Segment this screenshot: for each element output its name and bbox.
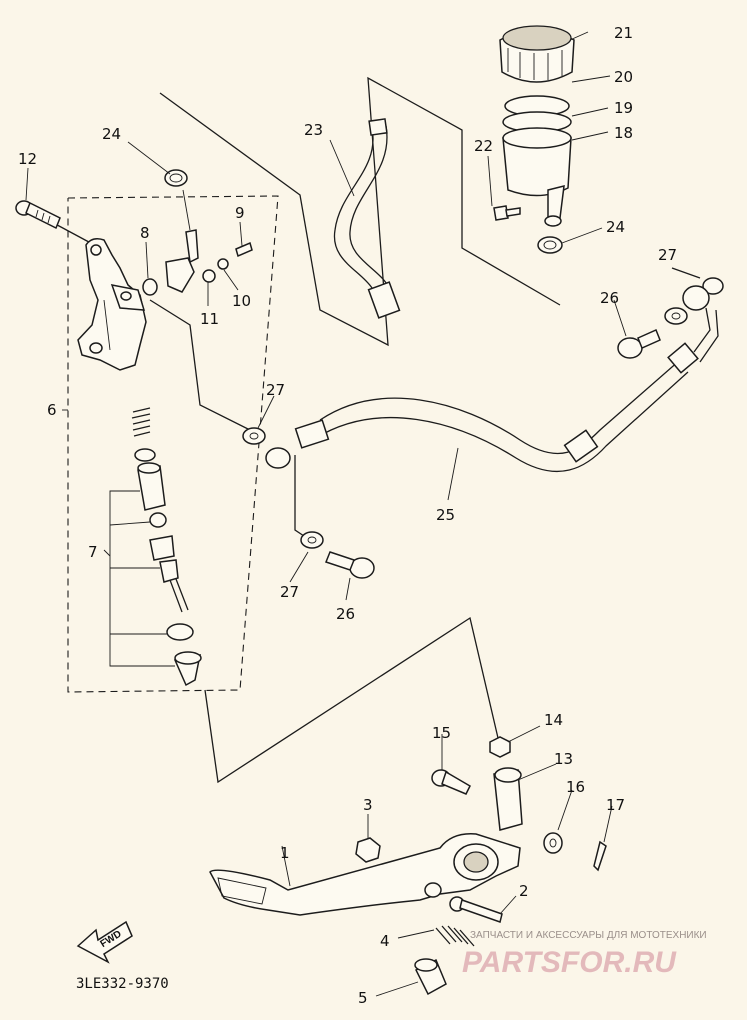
leader-lines [25,31,627,997]
label-21: 21 [614,24,633,42]
label-18: 18 [614,124,633,142]
label-19: 19 [614,99,633,117]
label-26-lower: 26 [336,605,355,623]
label-3: 3 [363,796,373,814]
hose-23 [333,118,401,319]
label-8: 8 [140,224,150,242]
label-12: 12 [18,150,37,168]
brake-hose-25 [265,307,719,473]
drawing-code: 3LE332-9370 [76,976,169,992]
label-24-upper: 24 [102,125,121,143]
label-15: 15 [432,724,451,742]
label-27-mid: 27 [266,381,285,399]
label-5: 5 [358,989,368,1007]
clip-24-upper [164,169,188,187]
forward-arrow-icon: FWD [76,920,133,964]
pedal-small-parts [355,736,607,996]
part-labels: 1 2 3 4 5 6 7 8 9 10 11 12 13 14 15 16 1… [18,24,677,1007]
label-27-right: 27 [658,246,677,264]
hose-joint [142,189,253,296]
label-10: 10 [232,292,251,310]
reservoir-tank [493,25,575,227]
label-14: 14 [544,711,563,729]
label-2: 2 [519,882,529,900]
label-27-lower: 27 [280,583,299,601]
clip-24-lower [537,236,563,254]
label-6: 6 [47,401,57,419]
label-11: 11 [200,310,219,328]
label-17: 17 [606,796,625,814]
label-20: 20 [614,68,633,86]
label-1: 1 [280,844,290,862]
watermark-brand: PARTSFOR.RU [462,946,677,979]
union-bolts-26 [325,328,661,579]
label-13: 13 [554,750,573,768]
brake-pedal [209,833,521,916]
piston-parts [109,407,202,687]
master-cylinder-body [77,238,147,371]
label-24-lower: 24 [606,218,625,236]
washers-27 [242,277,724,549]
label-9: 9 [235,204,245,222]
label-4: 4 [380,932,390,950]
watermark: ЗАПЧАСТИ И АКСЕССУАРЫ ДЛЯ МОТОТЕХНИКИ PA… [462,930,707,979]
guide-lines [19,76,701,784]
watermark-tagline: ЗАПЧАСТИ И АКСЕССУАРЫ ДЛЯ МОТОТЕХНИКИ [470,930,707,941]
label-25: 25 [436,506,455,524]
label-16: 16 [566,778,585,796]
label-22: 22 [474,137,493,155]
bolt-12 [15,200,61,230]
label-23: 23 [304,121,323,139]
label-7: 7 [88,543,98,561]
clevis-13 [493,767,523,831]
label-26-right: 26 [600,289,619,307]
